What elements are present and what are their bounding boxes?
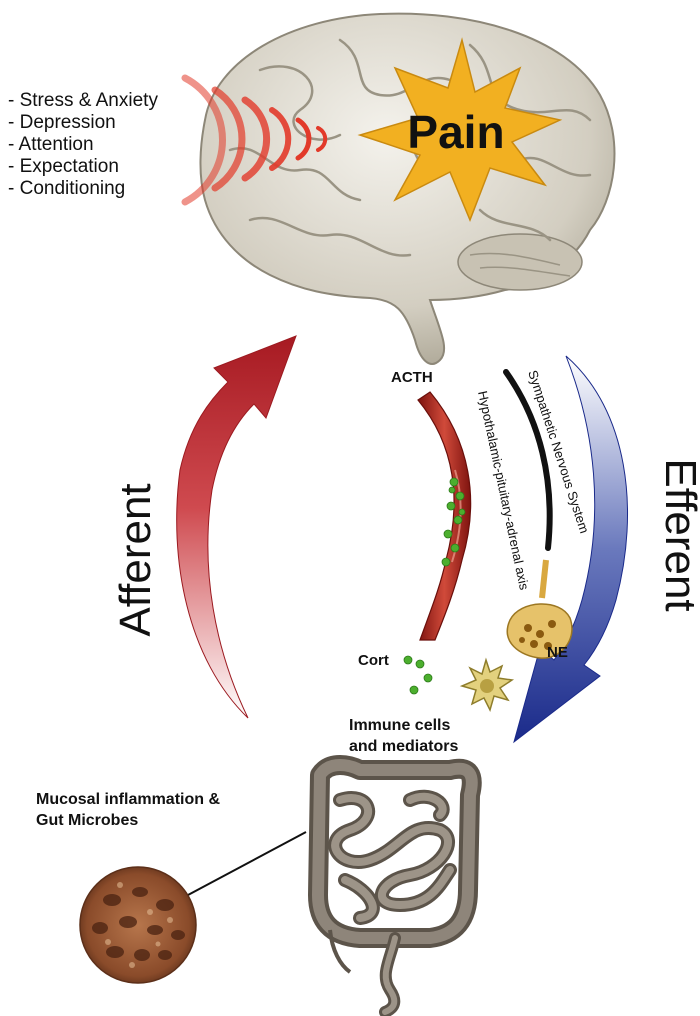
factor-item: - Attention [8,134,94,155]
factor-item: - Stress & Anxiety [8,90,158,111]
mucosal-label-line1: Mucosal inflammation & [36,791,220,808]
sympathetic-nerve [503,369,553,599]
factor-item: - Depression [8,112,116,133]
acth-label: ACTH [391,369,433,386]
afferent-arrow [176,335,297,719]
cortisol-dots [403,655,433,695]
mucosa-connector-line [187,831,307,896]
hpa-label: Hypothalamic-pituitary-adrenal axis [475,390,532,592]
cort-label: Cort [358,652,389,669]
immune-cell-icon [459,657,515,713]
intestine-icon [308,755,482,1016]
pain-label: Pain [407,106,504,158]
efferent-arrow [513,355,628,744]
factor-item: - Conditioning [8,178,126,199]
mucosa-closeup-icon [79,866,197,984]
afferent-label: Afferent [111,483,160,636]
blood-vessel-icon [417,391,472,641]
psychological-factors-list: - Stress & Anxiety - Depression - Attent… [8,90,158,200]
mucosal-label-line2: Gut Microbes [36,812,138,829]
nerve-terminal-icon [506,603,573,659]
immune-label-line2: and mediators [349,738,458,755]
factor-item: - Expectation [8,156,119,177]
stimulus-waves-icon [181,74,328,206]
pain-star-icon [357,37,563,223]
efferent-label: Efferent [656,458,700,611]
cortisol-in-vessel [441,477,466,567]
ne-label: NE [547,644,568,661]
immune-label-line1: Immune cells [349,717,450,734]
